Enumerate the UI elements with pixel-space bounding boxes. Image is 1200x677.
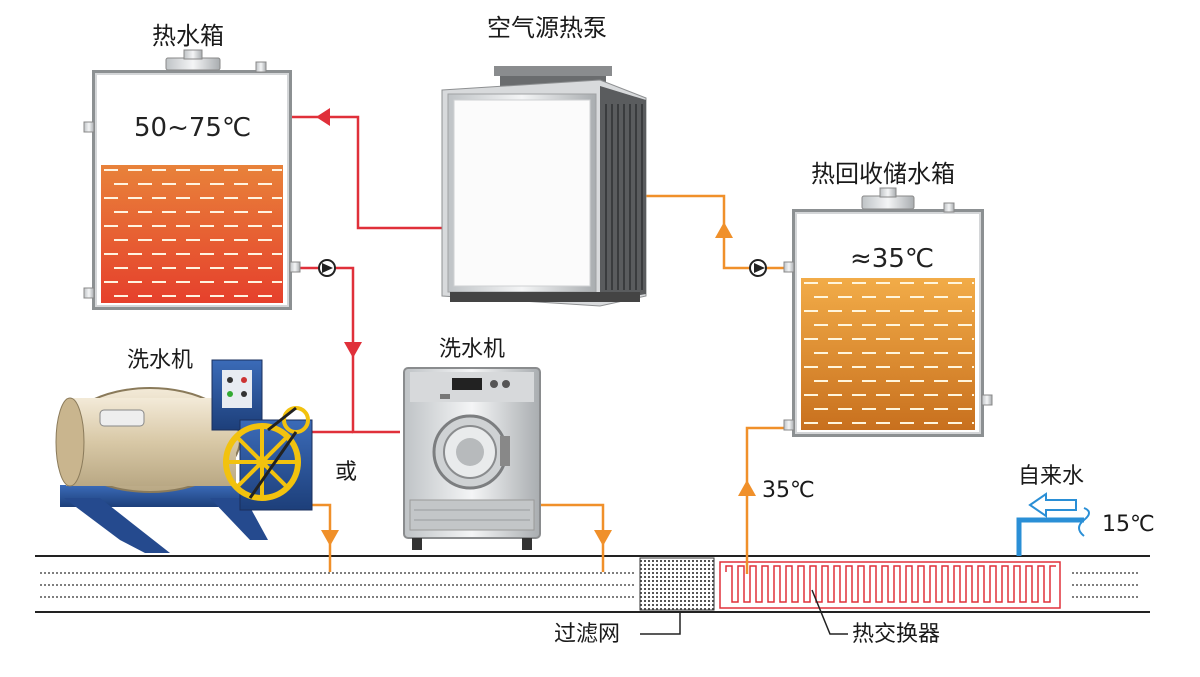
front-load-washer-right <box>403 367 541 550</box>
air-source-heat-pump <box>441 66 647 307</box>
tap-water-temp: 15℃ <box>1102 512 1155 537</box>
arrow-exchanger-up <box>738 480 756 496</box>
washer-left-label: 洗水机 <box>127 348 194 373</box>
hot-tank-temp: 50~75℃ <box>134 113 252 143</box>
recovery-tank-label: 热回收储水箱 <box>811 160 955 188</box>
hot-water-tank <box>83 49 301 310</box>
warm-pipe-pump-to-recovery <box>646 194 790 270</box>
tap-water-flow-wave <box>1078 507 1090 537</box>
drain-pipe-left <box>268 503 332 572</box>
recovery-tank-temp: ≈35℃ <box>850 244 935 274</box>
pipe-temp-label: 35℃ <box>762 478 815 503</box>
heat-exchanger-label: 热交换器 <box>852 622 941 647</box>
heat-exchanger-coil <box>719 561 1061 609</box>
arrow-warm-up <box>715 222 733 238</box>
drain-channel <box>35 555 1150 613</box>
pump-icon-left <box>318 259 336 277</box>
tap-water-arrow-icon <box>1028 492 1077 518</box>
hot-tank-label: 热水箱 <box>152 22 224 50</box>
warm-pipe-exchanger-to-recovery <box>745 426 792 574</box>
arrow-hot-to-tank <box>316 108 330 126</box>
pump-icon-right <box>749 259 767 277</box>
heat-recovery-tank <box>783 187 993 437</box>
heat-pump-label: 空气源热泵 <box>487 14 607 42</box>
tap-water-pipe <box>1016 517 1084 556</box>
arrow-drain-left <box>321 530 339 546</box>
filter-mesh <box>639 557 715 611</box>
industrial-washer-left <box>55 359 313 553</box>
hot-pipe-pump-to-tank <box>292 115 442 230</box>
tap-water-label: 自来水 <box>1018 464 1085 489</box>
washer-right-label: 洗水机 <box>439 337 506 362</box>
filter-label: 过滤网 <box>554 622 621 647</box>
heat-exchanger-leader-line <box>811 589 848 635</box>
hot-pipe-tank-to-washers <box>292 266 400 434</box>
arrow-hot-down <box>344 342 362 358</box>
arrow-drain-right <box>594 530 612 546</box>
drain-pipe-right <box>540 503 605 572</box>
or-label: 或 <box>335 460 358 485</box>
filter-leader-line <box>640 612 681 635</box>
